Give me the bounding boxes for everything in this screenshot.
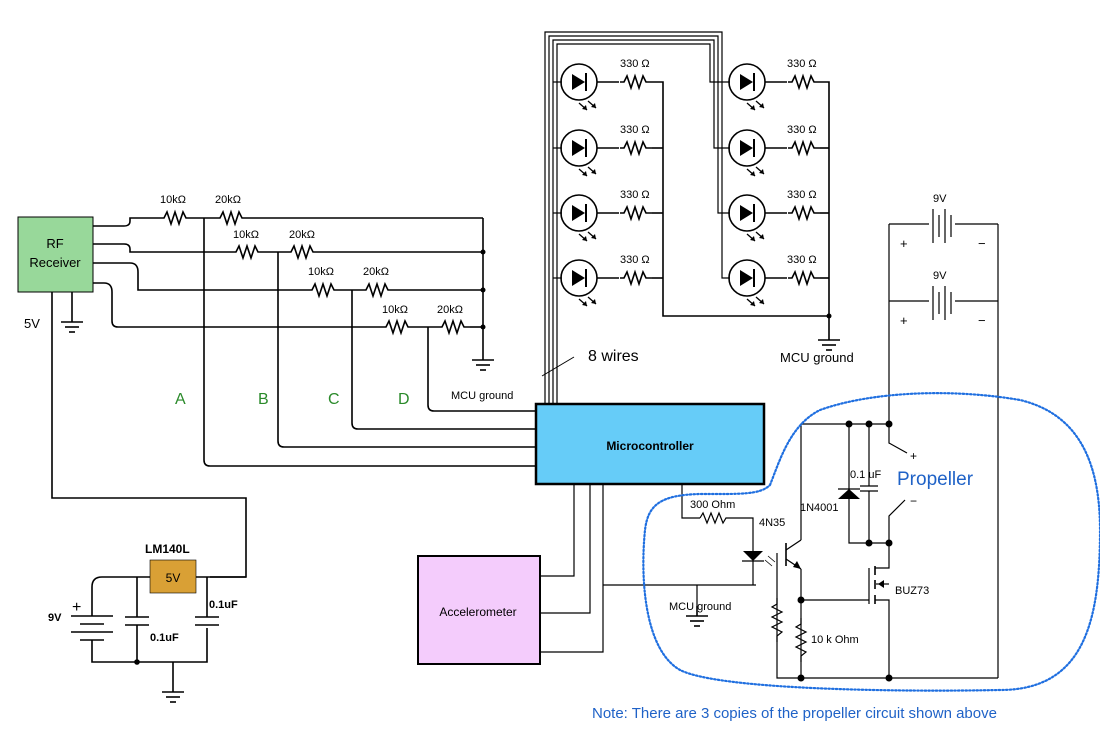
capacitor-label: 0.1 uF: [850, 469, 881, 481]
signal-label-d: D: [398, 391, 410, 408]
pulldown-label: 10 k Ohm: [811, 634, 859, 646]
signal-label-c: C: [328, 391, 340, 408]
r1-label: 10kΩ: [160, 194, 186, 206]
copies-note: Note: There are 3 copies of the propelle…: [592, 705, 997, 722]
r2-label: 20kΩ: [215, 194, 241, 206]
led-resistor-label: 330 Ω: [620, 254, 650, 266]
led-resistor-label: 330 Ω: [787, 254, 817, 266]
led-icon: [560, 129, 598, 177]
r3-label: 10kΩ: [233, 229, 259, 241]
led-ground-label: MCU ground: [780, 350, 854, 365]
mosfet-label: BUZ73: [895, 585, 929, 597]
led-left-column: 330 Ω 330 Ω 330 Ω 330 Ω: [553, 58, 829, 317]
r7-label: 10kΩ: [382, 304, 408, 316]
rf-receiver: RF Receiver: [17, 216, 94, 293]
led-icon: [728, 259, 766, 307]
motor-battery-pack: 9V 9V + − + −: [888, 193, 999, 678]
signal-label-b: B: [258, 391, 269, 408]
rf-receiver-label-2: Receiver: [29, 255, 81, 270]
led-resistor-label: 330 Ω: [787, 124, 817, 136]
ground-icon: [60, 311, 84, 333]
signal-label-a: A: [175, 391, 186, 408]
propeller-label: Propeller: [897, 469, 974, 490]
led-resistor-label: 330 Ω: [620, 189, 650, 201]
ground-icon: [471, 349, 495, 371]
r5-label: 10kΩ: [308, 266, 334, 278]
microcontroller: Microcontroller: [534, 402, 766, 486]
led-icon: [728, 194, 766, 242]
motor-plus: +: [910, 449, 917, 463]
cap-out-label: 0.1uF: [209, 599, 238, 611]
mcu-ground-label: MCU ground: [451, 390, 513, 402]
battery-plus: +: [900, 313, 908, 328]
optocoupler-label: 4N35: [759, 517, 785, 529]
diode-label: 1N4001: [800, 502, 839, 514]
r4-label: 20kΩ: [289, 229, 315, 241]
signal-wire-b: [277, 252, 536, 448]
rf-receiver-label-1: RF: [46, 236, 63, 251]
regulator-part-label: LM140L: [145, 542, 190, 556]
battery-9v-label: 9V: [48, 612, 62, 624]
battery-plus: +: [72, 599, 81, 616]
input-resistor-label: 300 Ohm: [690, 499, 735, 511]
supply-5v-label: 5V: [24, 316, 40, 331]
led-resistor-label: 330 Ω: [787, 58, 817, 70]
ground-icon: [817, 329, 841, 351]
battery-minus: −: [978, 313, 986, 328]
battery-plus: +: [900, 236, 908, 251]
led-right-column: 330 Ω 330 Ω 330 Ω 330 Ω: [728, 58, 832, 330]
r6-label: 20kΩ: [363, 266, 389, 278]
led-resistor-label: 330 Ω: [620, 124, 650, 136]
signal-wire-a: [203, 218, 536, 467]
propeller-ground-label: MCU ground: [669, 601, 731, 613]
led-icon: [560, 194, 598, 242]
supply-wire: [51, 292, 247, 578]
voltage-regulator: 5V LM140L: [145, 542, 197, 594]
cap-in-label: 0.1uF: [150, 632, 179, 644]
motor-minus: −: [910, 494, 917, 508]
ground-icon: [161, 681, 185, 703]
battery-minus: −: [978, 236, 986, 251]
led-resistor-label: 330 Ω: [787, 189, 817, 201]
wires-count-label: 8 wires: [588, 348, 639, 365]
regulator-output-label: 5V: [166, 571, 181, 585]
propeller-circuit-boundary: [642, 392, 1100, 692]
accelerometer: Accelerometer: [417, 555, 541, 665]
led-icon: [728, 129, 766, 177]
propeller-circuit: 300 Ohm 4N35 MCU ground 10 k Ohm: [669, 420, 998, 682]
led-icon: [560, 63, 598, 111]
led-bus-wires: [544, 31, 730, 404]
signal-wire-c: [351, 290, 536, 430]
led-icon: [560, 259, 598, 307]
microcontroller-label: Microcontroller: [606, 439, 694, 453]
led-icon: [728, 63, 766, 111]
battery-voltage-label: 9V: [933, 193, 947, 205]
battery-voltage-label: 9V: [933, 270, 947, 282]
accelerometer-label: Accelerometer: [439, 605, 516, 619]
mcu-ground-wire: [427, 327, 536, 412]
led-resistor-label: 330 Ω: [620, 58, 650, 70]
r8-label: 20kΩ: [437, 304, 463, 316]
